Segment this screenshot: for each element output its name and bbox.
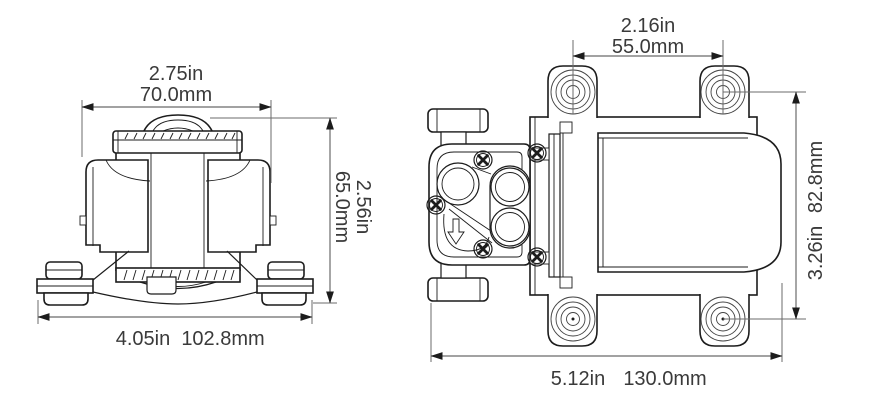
phillips-screw-icon: [426, 195, 446, 215]
top-length-mm-label: 130.0mm: [623, 368, 706, 390]
pump-head: [426, 108, 550, 302]
front-view: 2.75in 70.0mm 2.56in 65.0mm 4.05in 102.8…: [36, 63, 374, 350]
valve-port-lower: [490, 207, 530, 247]
top-motor-body: [597, 132, 782, 273]
head-flange: [548, 121, 573, 289]
vent-slots: [124, 132, 236, 140]
front-top-width-inches-label: 2.75in: [149, 63, 204, 85]
top-width-mm-label: 82.8mm: [805, 141, 827, 213]
front-top-cap: [112, 114, 243, 154]
front-right-wing: [205, 159, 277, 253]
phillips-screw-icon: [473, 150, 493, 170]
front-view-dimensions: 2.75in 70.0mm 2.56in 65.0mm 4.05in 102.8…: [37, 63, 374, 350]
top-width-inches-label: 3.26in: [805, 226, 827, 281]
front-height-inches-label: 2.56in: [352, 180, 374, 235]
left-foot: [36, 261, 94, 306]
inlet-port: [436, 162, 480, 206]
valve-port-upper: [490, 167, 530, 207]
bottom-center-tab: [146, 276, 177, 295]
top-bolt-spacing-inches-label: 2.16in: [621, 15, 676, 37]
valve-pod: [489, 165, 531, 249]
right-foot: [256, 261, 314, 306]
front-top-width-mm-label: 70.0mm: [140, 84, 212, 106]
top-bolt-spacing-mm-label: 55.0mm: [612, 36, 684, 58]
grommet-bottom-left: [550, 296, 596, 342]
flow-direction-arrow-icon: [447, 218, 465, 245]
front-mounting-base: [36, 250, 314, 306]
phillips-screw-icon: [473, 239, 493, 259]
phillips-screw-icon: [527, 247, 547, 267]
front-base-width-mm-label: 102.8mm: [181, 328, 264, 350]
bracket-arms: [92, 250, 258, 305]
mounting-tab-bottom-right: [699, 294, 750, 347]
front-bottom-band: [115, 267, 241, 295]
front-height-mm-label: 65.0mm: [331, 171, 353, 243]
phillips-screw-icon: [527, 143, 547, 163]
front-left-wing: [79, 159, 151, 253]
front-dome: [143, 114, 213, 132]
front-base-width-inches-label: 4.05in: [116, 328, 171, 350]
top-view-dimensions: 2.16in 55.0mm 82.8mm 3.26in 5.12in 130.0…: [430, 15, 827, 390]
top-length-inches-label: 5.12in: [551, 368, 606, 390]
top-view: 2.16in 55.0mm 82.8mm 3.26in 5.12in 130.0…: [426, 15, 827, 390]
